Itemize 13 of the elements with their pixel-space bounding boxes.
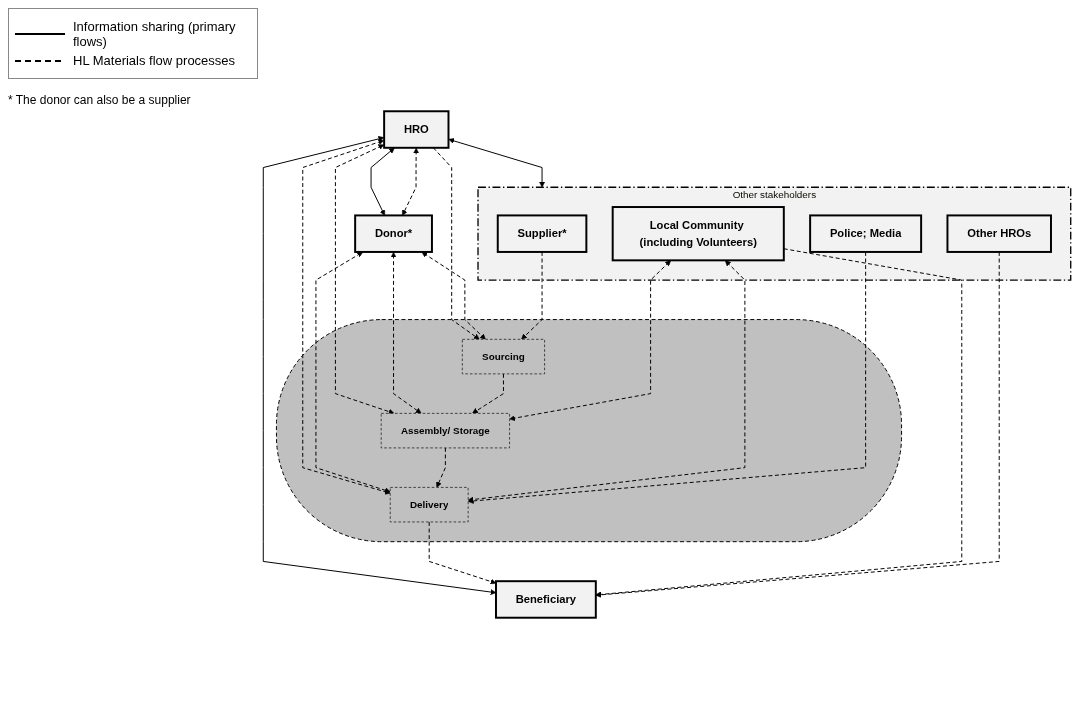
node-box: Police; Media bbox=[809, 213, 923, 253]
footnote: * The donor can also be a supplier bbox=[8, 93, 192, 107]
node-box: Assembly/ Storage bbox=[380, 412, 510, 448]
node-box: HRO bbox=[383, 109, 450, 149]
node-box: Other HROs bbox=[946, 213, 1052, 253]
node-box: Beneficiary bbox=[495, 579, 597, 619]
node-box: Local Community (including Volunteers) bbox=[611, 205, 785, 261]
node-box: Donor* bbox=[354, 213, 433, 253]
node-box: Sourcing bbox=[462, 338, 545, 374]
node-box: Supplier* bbox=[496, 213, 588, 253]
legend-text: Information sharing (primary flows) bbox=[73, 19, 237, 49]
legend-text: HL Materials flow processes bbox=[73, 53, 236, 68]
node-box: Delivery bbox=[389, 486, 469, 522]
